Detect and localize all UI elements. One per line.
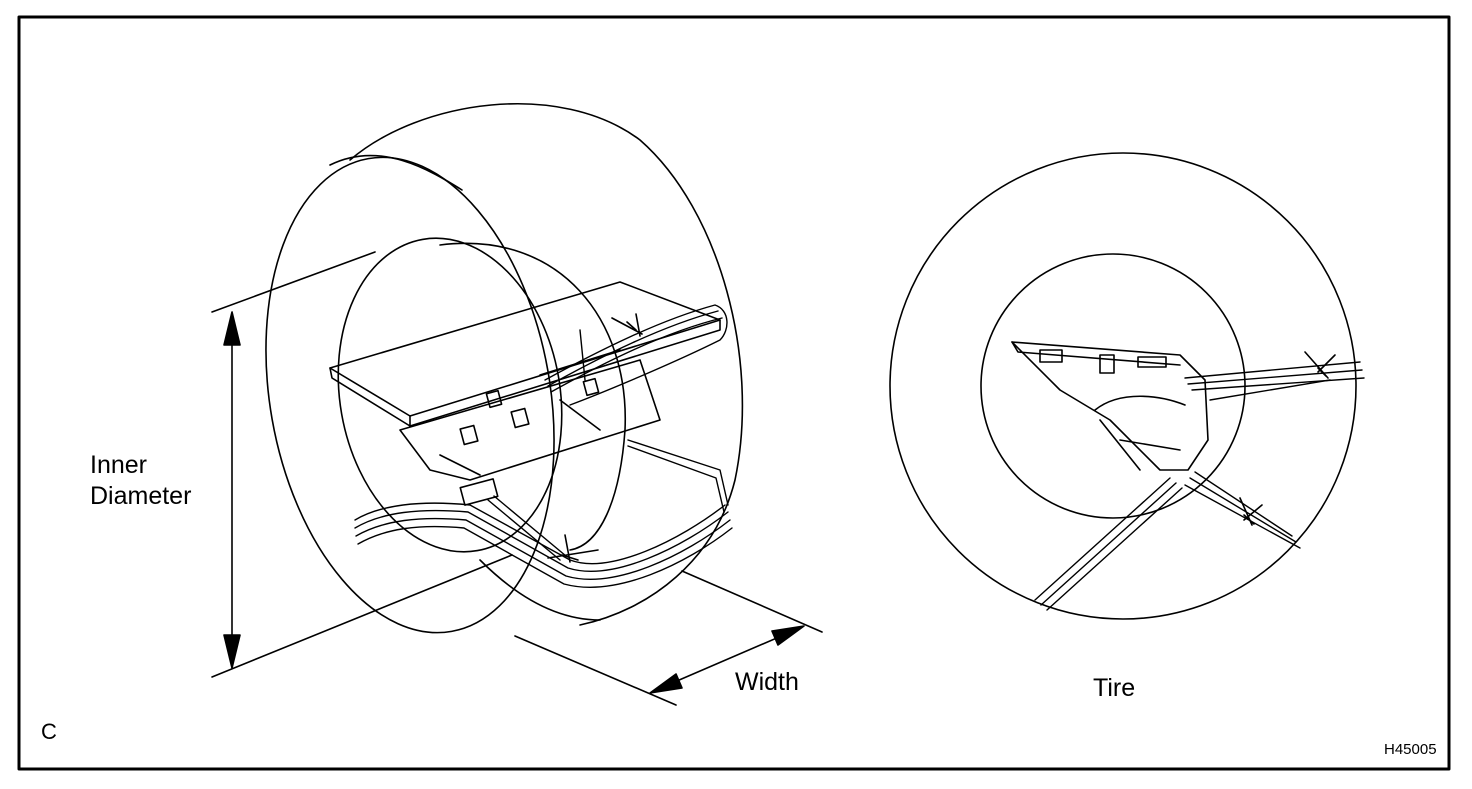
wing-nut-icon <box>1240 498 1262 525</box>
wing-nuts-right <box>1240 352 1335 525</box>
strap-right-lower-4 <box>1185 485 1300 548</box>
airbag-module-left <box>330 282 720 506</box>
tire-tread-bottom <box>480 560 600 620</box>
inner-diameter-label-line2: Diameter <box>90 482 192 511</box>
strap-right-upper-4 <box>1210 380 1330 400</box>
airbag-tab-right-2 <box>1099 354 1115 374</box>
width-label: Width <box>735 668 799 696</box>
inner-diameter-dimension <box>212 252 512 677</box>
tire-inner-far-rim <box>440 243 625 550</box>
panel-letter: C <box>41 719 57 744</box>
tire-front-outer <box>230 134 589 655</box>
airbag-tab-right-3 <box>1137 356 1167 368</box>
strap-upper-2 <box>548 311 718 386</box>
airbag-module-right <box>1012 342 1208 470</box>
strap-lower-3 <box>356 519 730 580</box>
securing-straps-right <box>1035 362 1364 610</box>
tire-perspective-drawing <box>230 104 742 656</box>
inner-diameter-label-line1: Inner <box>90 451 147 479</box>
securing-straps-left <box>355 305 732 587</box>
strap-diagonal-3 <box>488 500 560 560</box>
strap-vertical <box>580 330 585 380</box>
airbag-tab-right-1 <box>1039 349 1063 363</box>
arrowhead-left-icon <box>650 674 682 693</box>
strap-diagonal-2 <box>628 446 724 512</box>
airbag-cover-right-edge <box>1012 342 1180 365</box>
arrowhead-down-icon <box>224 635 240 668</box>
strap-right-lower-3 <box>1047 488 1182 610</box>
strap-right-upper-2 <box>1188 370 1362 384</box>
extension-line-width-right <box>682 571 822 632</box>
airbag-housing-right-detail <box>1095 396 1185 470</box>
figure-frame <box>17 15 1451 771</box>
strap-lower-4 <box>358 527 732 588</box>
strap-lower-2 <box>355 511 728 572</box>
arrowhead-right-icon <box>772 626 804 645</box>
airbag-housing-detail <box>440 350 620 475</box>
width-dimension <box>515 571 822 705</box>
strap-right-upper-3 <box>1192 378 1364 390</box>
airbag-connector <box>459 478 499 506</box>
strap-diagonal-4 <box>494 496 566 556</box>
extension-line-top <box>212 252 375 312</box>
strap-right-lower-5 <box>1190 478 1296 542</box>
figure-code: H45005 <box>1384 741 1437 758</box>
airbag-bracket-2 <box>510 407 530 429</box>
strap-right-lower-1 <box>1035 478 1170 600</box>
tire-front-inner <box>314 220 586 569</box>
wing-nut-icon <box>1305 352 1335 378</box>
airbag-housing <box>400 360 660 480</box>
wing-nut-icon <box>548 535 598 562</box>
extension-line-bottom <box>212 555 512 677</box>
strap-right-upper-1 <box>1185 362 1360 378</box>
strap-upper-3 <box>551 318 722 392</box>
inner-diameter-label: Inner Diameter <box>90 450 191 513</box>
strap-upper-1 <box>545 305 727 405</box>
airbag-cover-edge-right <box>410 320 720 426</box>
airbag-cover-right <box>1012 342 1208 470</box>
airbag-bracket-1 <box>459 424 479 446</box>
wing-nuts-left <box>548 314 642 562</box>
tire-outer-circle <box>890 153 1356 619</box>
tire-back-rim <box>350 104 742 625</box>
strap-diagonal-1 <box>628 440 728 505</box>
airbag-cover <box>330 282 720 416</box>
extension-line-width-left <box>515 636 676 705</box>
wing-nut-icon <box>612 314 642 336</box>
airbag-bracket-3 <box>485 389 503 409</box>
tire-label: Tire <box>1093 674 1136 702</box>
arrowhead-up-icon <box>224 312 240 345</box>
tire-front-view-drawing <box>890 153 1356 619</box>
airbag-bracket-4 <box>582 377 600 397</box>
airbag-cover-edge <box>330 368 410 426</box>
strap-right-lower-2 <box>1041 483 1176 605</box>
